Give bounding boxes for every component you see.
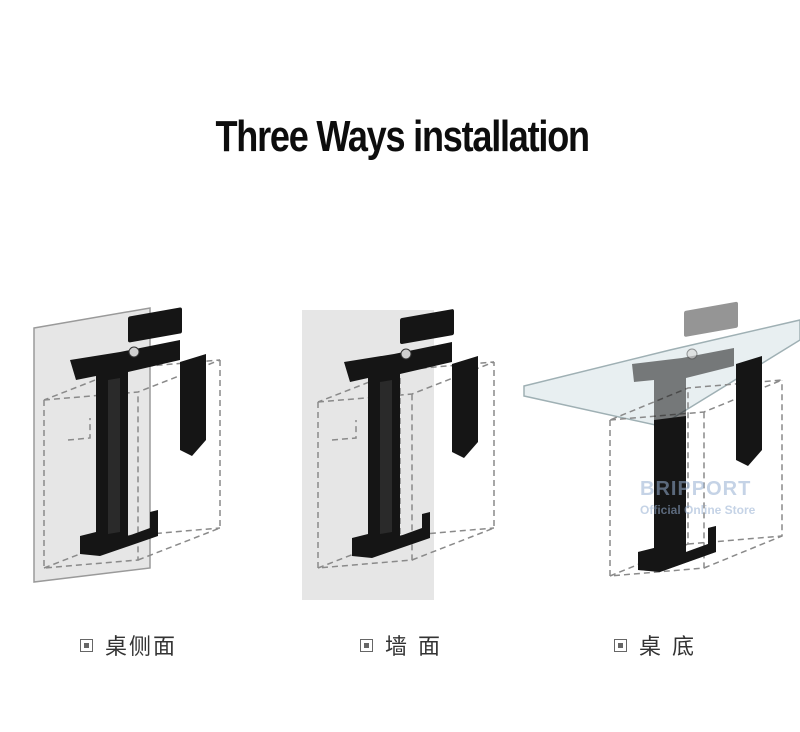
wall-mount-illustration <box>300 309 500 600</box>
square-bullet-icon <box>614 638 627 652</box>
caption-under-desk-label: 桌 底 <box>639 635 696 660</box>
caption-wall: 墙 面 <box>360 630 442 660</box>
square-bullet-icon <box>360 638 373 652</box>
caption-wall-label: 墙 面 <box>385 635 442 660</box>
watermark-store: Official Online Store <box>640 503 756 517</box>
page-title: Three Ways installation <box>215 112 590 161</box>
under-desk-illustration <box>520 301 800 590</box>
watermark-brand: BRIPPORT <box>640 478 752 500</box>
caption-under-desk: 桌 底 <box>614 630 696 660</box>
caption-desk-side: 桌侧面 <box>80 630 177 660</box>
desk-side-illustration <box>30 300 230 590</box>
square-bullet-icon <box>80 638 93 652</box>
caption-desk-side-label: 桌侧面 <box>105 635 178 660</box>
